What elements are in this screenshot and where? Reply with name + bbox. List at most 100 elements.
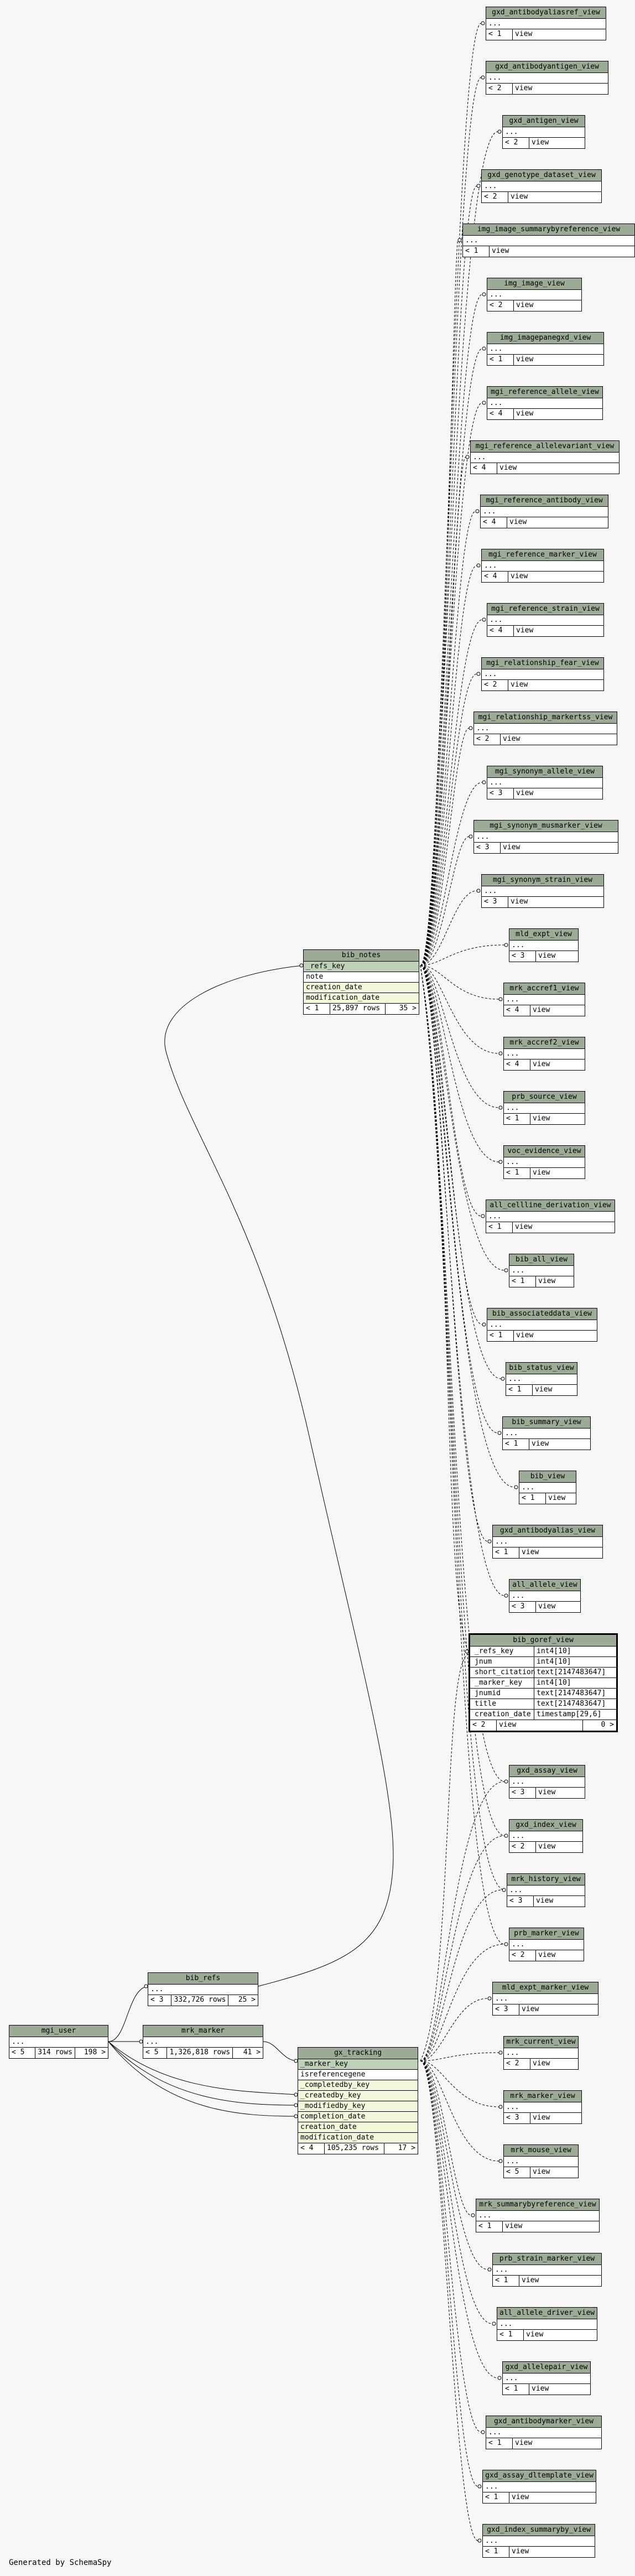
table-title[interactable]: gxd_antibodymarker_view (486, 2416, 601, 2428)
table-title[interactable]: mrk_marker (143, 2026, 263, 2037)
table-title[interactable]: gxd_index_summaryby_view (483, 2525, 595, 2536)
table-title[interactable]: gxd_antigen_view (503, 116, 585, 127)
table-title[interactable]: img_imagepanegxd_view (487, 333, 603, 344)
table-title[interactable]: mgi_reference_allele_view (487, 387, 602, 398)
table-title[interactable]: voc_evidence_view (504, 1146, 585, 1157)
table-title[interactable]: mgi_synonym_allele_view (487, 766, 602, 778)
table-title[interactable]: mgi_user (9, 2026, 108, 2037)
table-title[interactable]: mrk_mouse_view (504, 2145, 578, 2157)
table-title[interactable]: mgi_synonym_strain_view (482, 875, 603, 886)
table-title[interactable]: mrk_current_view (504, 2037, 578, 2048)
table-title[interactable]: bib_associateddata_view (487, 1308, 597, 1320)
table-title[interactable]: mgi_reference_marker_view (482, 549, 603, 561)
table-title[interactable]: gxd_antibodyaliasref_view (486, 7, 606, 19)
table-title[interactable]: gxd_assay_dltemplate_view (483, 2470, 596, 2482)
table-title[interactable]: bib_notes (304, 950, 419, 962)
table-title[interactable]: mrk_marker_view (504, 2091, 581, 2102)
table-title[interactable]: mrk_accref1_view (504, 983, 585, 995)
table-title[interactable]: bib_refs (148, 1973, 258, 1985)
table-title[interactable]: gxd_antibodyalias_view (493, 1525, 602, 1537)
table-title[interactable]: bib_summary_view (503, 1417, 590, 1429)
table-title[interactable]: prb_marker_view (509, 1928, 584, 1940)
table-title[interactable]: bib_view (519, 1471, 576, 1483)
table-title[interactable]: gxd_allelepair_view (503, 2362, 590, 2374)
table-title[interactable]: mgi_reference_strain_view (487, 604, 603, 615)
table-title[interactable]: mgi_synonym_musmarker_view (474, 820, 618, 832)
table-title[interactable]: gxd_antibodyantigen_view (486, 61, 608, 73)
table-title[interactable]: all_allele_driver_view (497, 2308, 597, 2319)
table-title[interactable]: img_image_view (487, 278, 581, 290)
table-title[interactable]: bib_status_view (506, 1363, 577, 1374)
table-title[interactable]: mld_expt_marker_view (493, 1982, 598, 1994)
table-title[interactable]: gx_tracking (298, 2048, 418, 2059)
table-title[interactable]: gxd_index_view (509, 1820, 582, 1831)
table-title[interactable]: mrk_history_view (507, 1874, 585, 1886)
table-title[interactable]: all_cellline_derivation_view (486, 1200, 615, 1212)
table-title[interactable]: prb_source_view (504, 1092, 585, 1103)
table-title[interactable]: mrk_summarybyreference_view (476, 2199, 599, 2211)
table-title[interactable]: all_allele_view (509, 1580, 580, 1591)
table-title[interactable]: mgi_relationship_fear_view (482, 658, 603, 669)
table-title[interactable]: gxd_assay_view (509, 1765, 585, 1777)
table-title[interactable]: mld_expt_view (509, 929, 578, 941)
table-title[interactable]: prb_strain_marker_view (493, 2253, 601, 2265)
table-title[interactable]: mgi_reference_antibody_view (481, 495, 608, 507)
table-title[interactable]: mgi_reference_allelevariant_view (471, 441, 619, 453)
table-title[interactable]: mrk_accref2_view (504, 1037, 585, 1049)
table-title[interactable]: mgi_relationship_markertss_view (474, 712, 617, 724)
table-title[interactable]: gxd_genotype_dataset_view (482, 170, 601, 181)
table-title[interactable]: img_image_summarybyreference_view (463, 224, 634, 236)
table-title[interactable]: bib_all_view (509, 1254, 574, 1266)
